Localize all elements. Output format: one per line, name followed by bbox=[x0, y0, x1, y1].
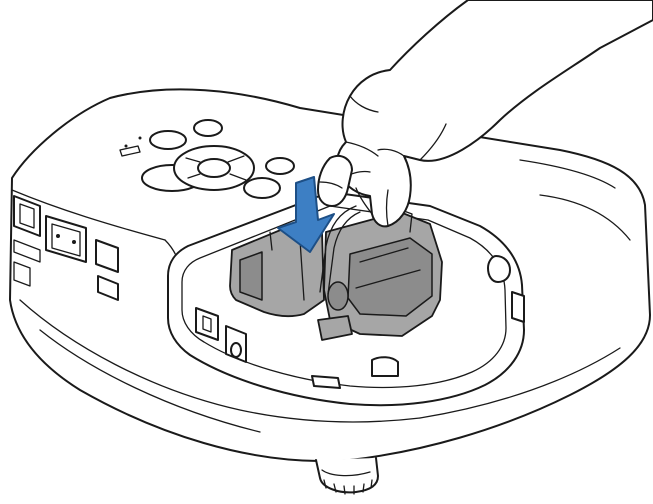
button-top-left bbox=[149, 130, 187, 150]
screw-right bbox=[487, 255, 511, 283]
latch-front-right bbox=[371, 356, 399, 377]
latch-front bbox=[311, 375, 341, 389]
latch-left bbox=[195, 307, 219, 341]
button-right-lower bbox=[243, 177, 281, 199]
lamp-unit bbox=[229, 205, 443, 341]
button-top bbox=[193, 119, 223, 137]
direction-pad-center bbox=[197, 158, 231, 178]
indicator-dot-1 bbox=[119, 145, 141, 157]
adjustable-foot bbox=[315, 457, 379, 495]
control-panel bbox=[119, 119, 295, 199]
connector-panel bbox=[13, 195, 119, 301]
hand-icon bbox=[317, 0, 653, 228]
down-arrow-icon bbox=[277, 176, 335, 253]
button-right-upper bbox=[265, 157, 295, 175]
